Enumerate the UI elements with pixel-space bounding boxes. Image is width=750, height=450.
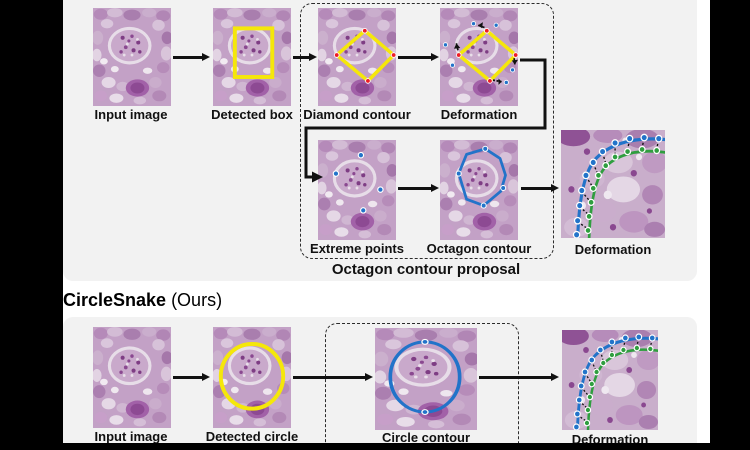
circle-contour-thumbnail [375, 328, 477, 430]
letterbox-right [710, 0, 750, 450]
detected-box-thumbnail [213, 8, 291, 106]
label-detected-circle: Detected circle [205, 429, 299, 444]
label-diamond-contour: Diamond contour [303, 107, 411, 122]
arrow-right-icon [398, 53, 439, 60]
octagon-contour-thumbnail [440, 140, 518, 240]
deformation-zoom-thumbnail-top [561, 130, 665, 238]
deformation-arrowheads [454, 22, 518, 85]
yellow-detected-circle [218, 341, 286, 411]
label-input-image-top: Input image [94, 107, 168, 122]
label-octagon-contour: Octagon contour [426, 241, 532, 256]
label-circle-contour: Circle contour [381, 430, 471, 445]
blue-octagon-contour [457, 147, 507, 208]
blue-target-dots [442, 21, 516, 86]
label-detected-box: Detected box [211, 107, 293, 122]
extreme-point-dots [332, 151, 384, 214]
octagon-vertex-dots [455, 145, 507, 209]
label-octagon-contour-proposal: Octagon contour proposal [331, 261, 521, 278]
arrow-right-icon [398, 184, 439, 191]
elbow-connector-icon [304, 58, 547, 183]
input-image-thumbnail-bottom [93, 327, 171, 428]
arrow-right-icon [293, 373, 373, 380]
circle-contour-dots [421, 338, 429, 416]
circle-contour-dashed-box [325, 323, 519, 450]
red-vertex-dots [333, 27, 396, 84]
letterbox-bottom [0, 443, 750, 450]
deformation-zoom-thumbnail-bottom [562, 330, 658, 430]
diamond-contour-thumbnail [318, 8, 396, 106]
detected-circle-thumbnail [213, 327, 291, 428]
letterbox-left [0, 0, 63, 450]
red-vertex-dots [455, 27, 518, 84]
octagon-proposal-dashed-box [300, 3, 554, 259]
deformation-thumbnail-top [440, 8, 518, 106]
label-extreme-points: Extreme points [310, 241, 404, 256]
circlesnake-title: CircleSnake(Ours) [63, 289, 222, 311]
arrow-right-icon [293, 53, 317, 60]
label-deformation-top: Deformation [440, 107, 518, 122]
label-input-image-bottom: Input image [94, 429, 168, 444]
arrow-right-icon [479, 373, 559, 380]
extreme-points-thumbnail [318, 140, 396, 240]
arrow-right-icon [173, 373, 210, 380]
circlesnake-title-rest: (Ours) [171, 290, 223, 310]
arrow-right-icon [521, 184, 559, 191]
arrow-right-icon [173, 53, 210, 60]
yellow-bounding-box [232, 26, 275, 79]
label-deformation-zoom-top: Deformation [574, 242, 652, 257]
input-image-thumbnail-top [93, 8, 171, 106]
circlesnake-title-bold: CircleSnake [63, 290, 167, 310]
